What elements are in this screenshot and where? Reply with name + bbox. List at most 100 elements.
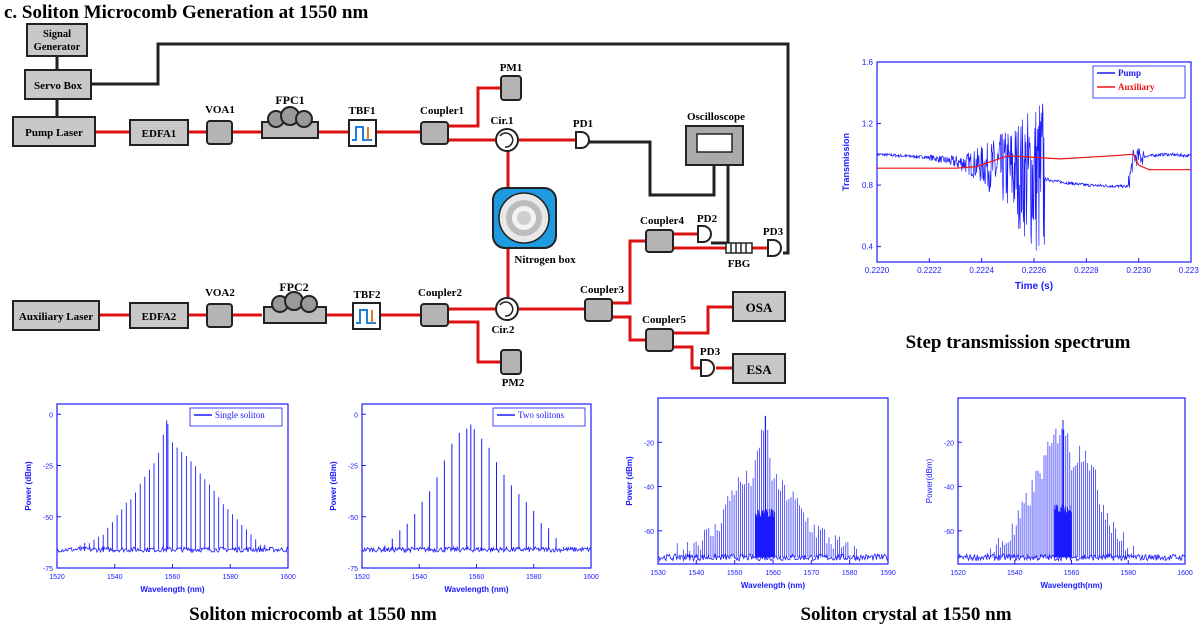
x-tick-label: 1540 — [1007, 570, 1023, 577]
fbg: FBG — [725, 242, 753, 270]
voa1: VOA1 — [205, 104, 235, 145]
comb-lines — [79, 424, 270, 550]
svg-text:Oscilloscope: Oscilloscope — [687, 111, 745, 123]
svg-text:PD2: PD2 — [697, 213, 718, 225]
x-tick-label: 1550 — [727, 570, 743, 577]
fpc1: FPC1 — [261, 93, 319, 139]
caption-soliton-crystal: Soliton crystal at 1550 nm — [800, 604, 1011, 625]
legend-box — [1092, 65, 1186, 99]
pedestal — [755, 508, 776, 558]
y-axis-label: Power(dBm) — [925, 458, 934, 503]
svg-text:Generator: Generator — [34, 42, 81, 53]
x-axis-label: Wavelength (nm) — [444, 585, 508, 594]
comb-lines — [989, 428, 1134, 558]
y-axis-label: Power (dBm) — [329, 461, 338, 511]
y-tick-label: -60 — [944, 529, 954, 536]
x-axis-label: Time (s) — [1015, 281, 1053, 292]
x-tick-label: 1570 — [804, 570, 820, 577]
y-axis-label: Transmission — [841, 133, 851, 191]
x-axis-label: Wavelength (nm) — [741, 581, 805, 590]
x-tick-label: 1560 — [469, 574, 485, 581]
svg-text:Coupler2: Coupler2 — [418, 287, 463, 299]
coupler3: Coupler3 — [580, 284, 625, 322]
x-tick-label: 0.2220 — [865, 266, 890, 275]
legend-entry: Two solitons — [518, 410, 565, 420]
x-tick-label: 1520 — [49, 574, 65, 581]
svg-text:OSA: OSA — [746, 300, 773, 315]
auxiliary-trace — [877, 153, 1191, 171]
x-tick-label: 1590 — [880, 570, 896, 577]
svg-text:Coupler5: Coupler5 — [642, 314, 687, 326]
x-axis-label: Wavelength(nm) — [1041, 581, 1103, 590]
svg-text:Cir.1: Cir.1 — [490, 115, 513, 127]
x-tick-label: 1580 — [842, 570, 858, 577]
esa-box: ESA — [732, 353, 786, 384]
x-tick-label: 1600 — [1177, 570, 1193, 577]
osa-box: OSA — [732, 291, 786, 322]
x-tick-label: 1540 — [107, 574, 123, 581]
edfa2-box: EDFA2 — [129, 302, 189, 329]
circulator-1: Cir.1 — [490, 115, 519, 152]
photodetector-1: PD1 — [573, 118, 593, 149]
y-tick-label: 1.2 — [862, 120, 874, 129]
y-tick-label: 1.6 — [862, 58, 874, 67]
figure-title: c. Soliton Microcomb Generation at 1550 … — [4, 2, 368, 23]
x-tick-label: 1600 — [583, 574, 599, 581]
x-tick-label: 1580 — [222, 574, 238, 581]
svg-text:PM2: PM2 — [502, 377, 525, 389]
coupler5: Coupler5 — [642, 314, 687, 352]
y-tick-label: -50 — [348, 515, 358, 522]
svg-text:PD3: PD3 — [700, 346, 721, 358]
x-tick-label: 0.2226 — [1022, 266, 1047, 275]
x-tick-label: 1560 — [1064, 570, 1080, 577]
servo-box: Servo Box — [24, 69, 92, 100]
svg-text:FPC2: FPC2 — [279, 280, 308, 294]
x-tick-label: 0.2222 — [917, 266, 942, 275]
caption-soliton-microcomb: Soliton microcomb at 1550 nm — [189, 604, 437, 625]
svg-text:Coupler3: Coupler3 — [580, 284, 625, 296]
svg-text:PD1: PD1 — [573, 118, 593, 130]
svg-text:Coupler1: Coupler1 — [420, 105, 464, 117]
pedestal — [1054, 504, 1072, 558]
tbf2: TBF2 — [352, 289, 381, 330]
svg-text:Signal: Signal — [43, 29, 71, 40]
x-tick-label: 1540 — [411, 574, 427, 581]
x-tick-label: 1580 — [526, 574, 542, 581]
svg-text:VOA2: VOA2 — [205, 287, 235, 299]
x-tick-label: 1560 — [765, 570, 781, 577]
noise-floor — [56, 545, 289, 554]
svg-text:Nitrogen box: Nitrogen box — [514, 254, 576, 266]
y-tick-label: -20 — [644, 440, 654, 447]
y-tick-label: -50 — [43, 515, 53, 522]
voa2: VOA2 — [205, 287, 235, 328]
legend-box — [189, 407, 283, 427]
x-tick-label: 1560 — [165, 574, 181, 581]
svg-text:TBF2: TBF2 — [354, 289, 381, 301]
nitrogen-box: Nitrogen box — [492, 187, 576, 266]
svg-text:EDFA1: EDFA1 — [142, 128, 177, 140]
x-tick-label: 0.2230 — [1126, 266, 1151, 275]
svg-text:Pump Laser: Pump Laser — [25, 127, 83, 139]
pump-laser-box: Pump Laser — [12, 116, 96, 147]
legend-entry: Single soliton — [215, 410, 265, 420]
pump-trace — [876, 103, 1192, 251]
coupler1: Coupler1 — [420, 105, 464, 145]
auxiliary-laser-box: Auxiliary Laser — [12, 300, 100, 331]
x-tick-label: 1530 — [650, 570, 666, 577]
power-meter-1: PM1 — [500, 62, 523, 101]
y-tick-label: -20 — [944, 440, 954, 447]
tbf1: TBF1 — [348, 105, 377, 147]
svg-text:PM1: PM1 — [500, 62, 523, 74]
y-tick-label: -40 — [944, 485, 954, 492]
comb-lines — [676, 416, 857, 558]
y-tick-label: 0.8 — [862, 181, 874, 190]
svg-text:FPC1: FPC1 — [275, 93, 304, 107]
photodetector-3-upper: PD3 — [763, 226, 784, 257]
x-tick-label: 1540 — [689, 570, 705, 577]
legend-box — [492, 407, 586, 427]
legend-entry: Pump — [1118, 68, 1141, 78]
svg-text:EDFA2: EDFA2 — [142, 311, 177, 323]
y-axis-label: Power (dBm) — [24, 461, 33, 511]
